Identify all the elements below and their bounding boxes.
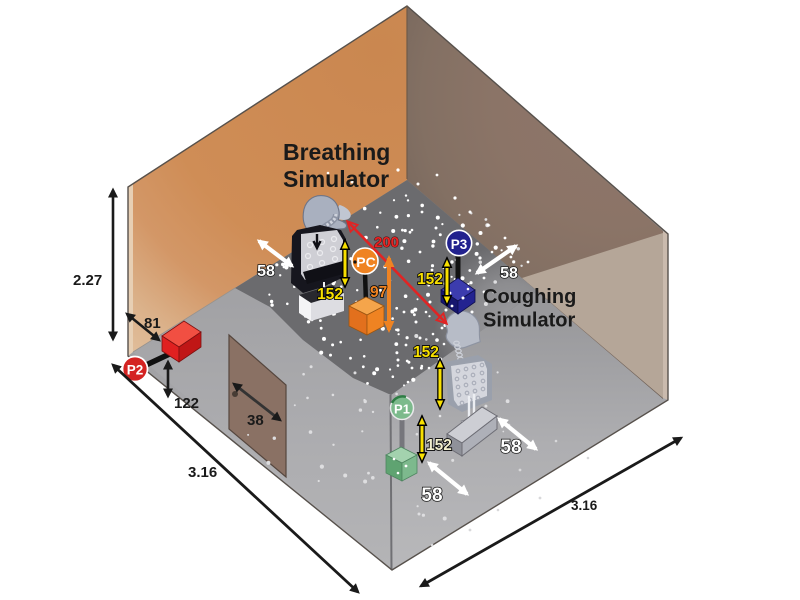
svg-text:81: 81 [144, 315, 161, 332]
svg-text:Coughing: Coughing [483, 286, 576, 308]
svg-text:P3: P3 [451, 237, 468, 252]
svg-text:3.16: 3.16 [188, 464, 217, 481]
svg-text:97: 97 [370, 284, 387, 301]
svg-text:58: 58 [257, 263, 275, 280]
svg-text:200: 200 [374, 234, 399, 251]
svg-text:3.16: 3.16 [571, 498, 598, 513]
svg-text:Breathing: Breathing [283, 139, 390, 165]
svg-text:Simulator: Simulator [483, 310, 575, 332]
svg-text:152: 152 [317, 286, 343, 303]
svg-text:152: 152 [426, 437, 452, 454]
svg-text:122: 122 [174, 395, 199, 412]
svg-text:PC: PC [356, 254, 375, 270]
svg-text:Simulator: Simulator [283, 166, 389, 192]
svg-text:P1: P1 [394, 402, 410, 417]
svg-text:2.27: 2.27 [73, 272, 102, 289]
svg-text:152: 152 [413, 344, 439, 361]
svg-text:152: 152 [417, 271, 443, 288]
svg-text:58: 58 [421, 485, 442, 506]
svg-text:58: 58 [500, 437, 521, 458]
svg-text:P2: P2 [127, 363, 144, 378]
svg-text:38: 38 [247, 412, 264, 429]
svg-text:58: 58 [500, 265, 518, 282]
